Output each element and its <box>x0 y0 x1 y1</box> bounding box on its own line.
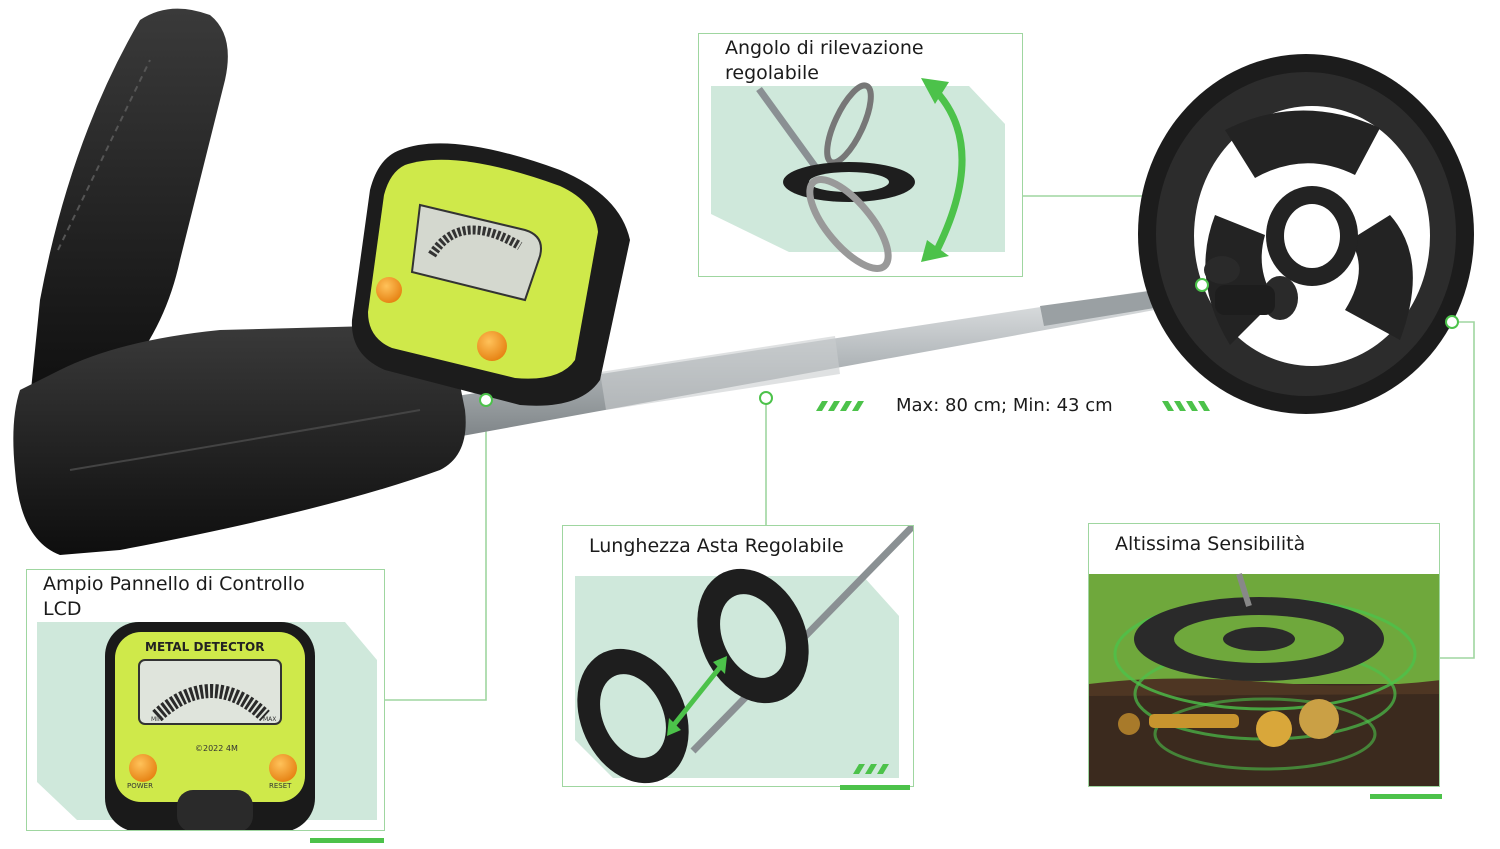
control-box <box>351 143 630 406</box>
accent-bar-length <box>840 785 910 790</box>
panel-brand-label: METAL DETECTOR <box>145 640 265 654</box>
callout-adjustable-angle: Angolo di rilevazione regolabile <box>698 33 1023 277</box>
length-title: Lunghezza Asta Regolabile <box>589 535 844 557</box>
angle-title-line1: Angolo di rilevazione <box>725 37 924 59</box>
accent-bar-sensitivity <box>1370 794 1442 799</box>
angle-title-line2: regolabile <box>725 62 819 84</box>
sensitivity-illustration <box>1089 573 1439 786</box>
power-label: POWER <box>127 782 153 790</box>
reset-label: RESET <box>269 782 292 790</box>
panel-title-line2: LCD <box>43 598 82 620</box>
search-coil <box>1138 54 1474 414</box>
callout-lcd-panel: METAL DETECTOR MIN MAX ©2022 4M POWER RE… <box>26 569 385 831</box>
handle-body <box>13 8 466 555</box>
callout-markers <box>479 278 1459 407</box>
callout-adjustable-length: Lunghezza Asta Regolabile <box>562 525 914 787</box>
angle-illustration <box>711 78 1005 272</box>
panel-title-line1: Ampio Pannello di Controllo <box>43 573 305 595</box>
lcd-panel-illustration <box>37 622 377 830</box>
accent-bar-panel <box>310 838 384 843</box>
length-illustration <box>575 526 913 784</box>
sensitivity-title: Altissima Sensibilità <box>1115 533 1306 555</box>
panel-copyright: ©2022 4M <box>195 744 238 753</box>
chevron-stripes-left-icon <box>816 401 864 411</box>
panel-meter-min: MIN <box>151 716 163 723</box>
chevron-stripes-right-icon <box>1162 401 1210 411</box>
panel-meter-max: MAX <box>263 716 277 723</box>
callout-high-sensitivity: Altissima Sensibilità <box>1088 523 1440 787</box>
length-range-label: Max: 80 cm; Min: 43 cm <box>896 395 1113 416</box>
